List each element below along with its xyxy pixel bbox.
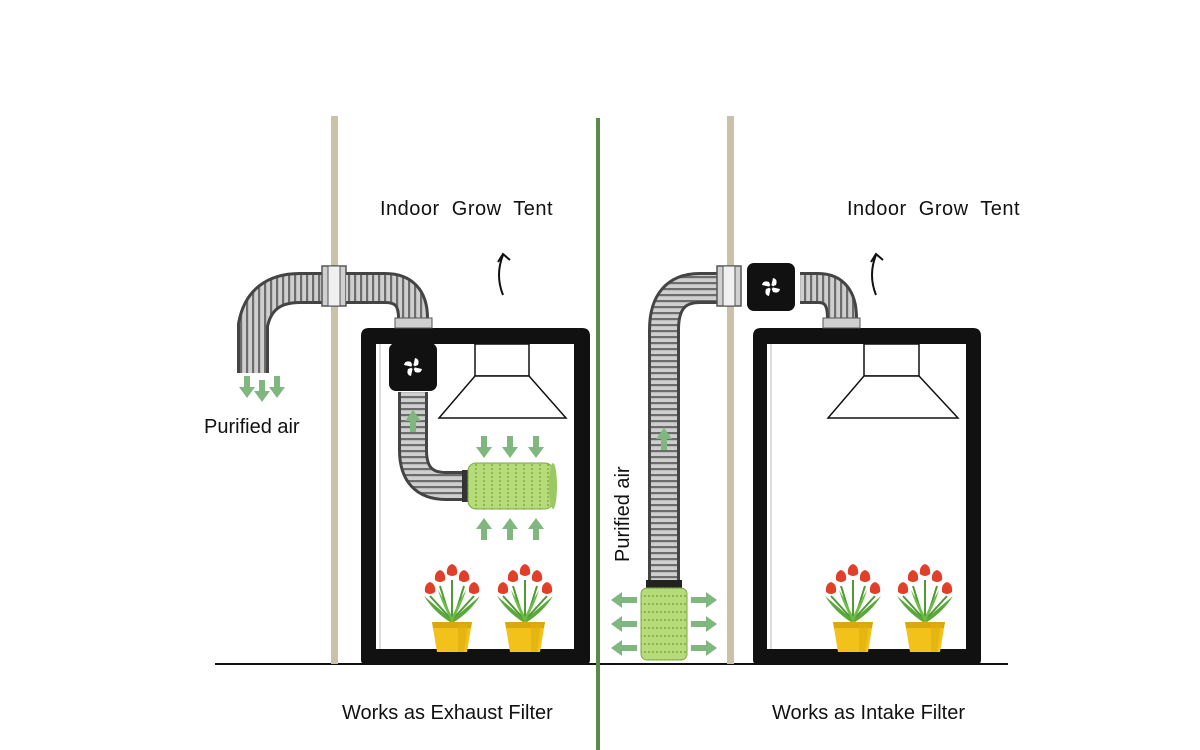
grow-lamp-right <box>826 343 960 419</box>
caption-exhaust: Works as Exhaust Filter <box>342 702 553 724</box>
caption-intake: Works as Intake Filter <box>772 702 965 724</box>
tent-title-right: Indoor Grow Tent <box>847 198 1020 220</box>
panel-divider <box>596 118 600 750</box>
rotation-arrow-right <box>870 252 884 296</box>
rotation-arrow-left <box>497 252 511 296</box>
grow-lamp-left <box>437 343 568 419</box>
carbon-filter-left <box>462 462 557 510</box>
right-panel: Indoor Grow Tent Purified air Works as I… <box>600 116 1020 724</box>
carbon-filter-right <box>640 580 688 661</box>
left-panel: Indoor Grow Tent Purified air Works as E… <box>204 116 600 724</box>
purified-air-label-right: Purified air <box>612 466 634 562</box>
wall-right <box>727 116 734 664</box>
inline-fan-right <box>747 263 795 311</box>
purified-air-label-left: Purified air <box>204 416 300 438</box>
wall-left <box>331 116 338 664</box>
inline-fan-left <box>389 343 437 391</box>
tent-title-left: Indoor Grow Tent <box>380 198 553 220</box>
